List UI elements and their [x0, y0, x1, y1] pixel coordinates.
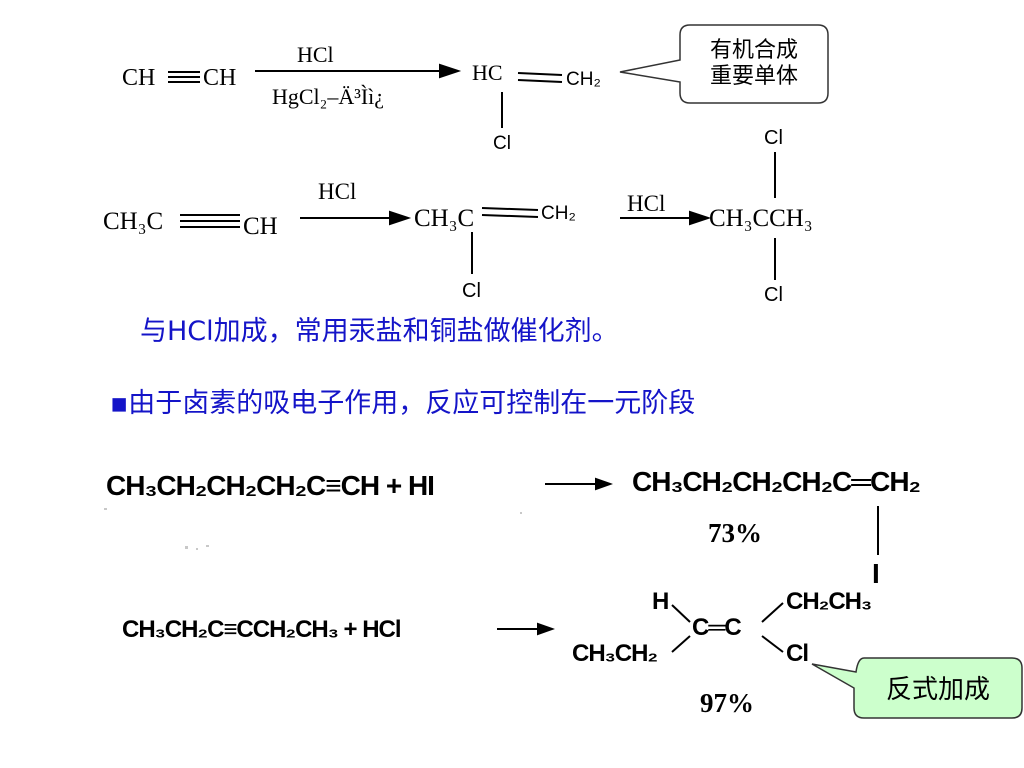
reaction4-c-c: C═C — [692, 614, 742, 641]
reaction2-reactant-left: CH₃C — [103, 208, 164, 235]
reaction2-intermediate-c: CH₃C — [414, 205, 475, 232]
arrow-3 — [545, 477, 613, 491]
reaction2-intermediate-cl: Cl — [462, 280, 481, 302]
reaction2-reactant-right: CH — [243, 213, 278, 240]
reaction2-product: CH₃CCH₃ — [709, 205, 813, 232]
double-bond-2 — [481, 207, 539, 218]
reaction2-product-cl-bottom: Cl — [764, 284, 783, 306]
reaction1-product-cl: Cl — [493, 133, 511, 154]
reaction3-product: CH₃CH₂CH₂CH₂C═CH₂ — [632, 466, 921, 497]
reaction4-reactant: CH₃CH₂C≡CCH₂CH₃ + HCl — [122, 616, 402, 643]
catalyst-note: 与HCl加成，常用汞盐和铜盐做催化剂。 — [140, 316, 619, 347]
triple-bond-2 — [180, 214, 240, 228]
reaction2-intermediate-ch2: CH₂ — [541, 203, 576, 224]
reaction4-yield: 97% — [700, 688, 754, 718]
reaction3-iodine: I — [872, 558, 880, 589]
reaction2-reagent2: HCl — [627, 191, 666, 216]
reaction1-reactant-left: CH — [122, 65, 156, 91]
arrow-2a — [300, 210, 412, 226]
reaction4-h: H — [652, 588, 669, 615]
reaction2-product-cl-top: Cl — [764, 127, 783, 149]
reaction1-reagent-bottom: HgCl₂–Ä³Ìì¿ — [272, 84, 385, 109]
double-bond-1 — [517, 72, 563, 83]
reaction1-reagent-top: HCl — [297, 42, 334, 67]
reaction1-reactant-right: CH — [203, 65, 237, 91]
reaction2-reagent1: HCl — [318, 179, 357, 204]
reaction3-yield: 73% — [708, 518, 762, 548]
triple-bond-1 — [168, 71, 200, 83]
reaction4-ch2ch3: CH₂CH₃ — [786, 588, 872, 615]
bullet-halogen-effect: ▪由于卤素的吸电子作用，反应可控制在一元阶段 — [110, 388, 696, 419]
reaction4-ch3ch2: CH₃CH₂ — [572, 640, 658, 667]
arrow-4 — [497, 622, 555, 636]
callout-important-monomer: 有机合成 重要单体 — [709, 38, 798, 90]
arrow-1 — [255, 63, 462, 79]
scan-noise — [104, 508, 522, 550]
reaction1-product-hc: HC — [472, 60, 503, 85]
reaction4-cl: Cl — [786, 640, 809, 667]
reaction1-product-ch2: CH₂ — [566, 69, 601, 90]
reaction3-reactant: CH₃CH₂CH₂CH₂C≡CH + HI — [106, 470, 435, 501]
callout-anti-addition: 反式加成 — [885, 675, 990, 705]
